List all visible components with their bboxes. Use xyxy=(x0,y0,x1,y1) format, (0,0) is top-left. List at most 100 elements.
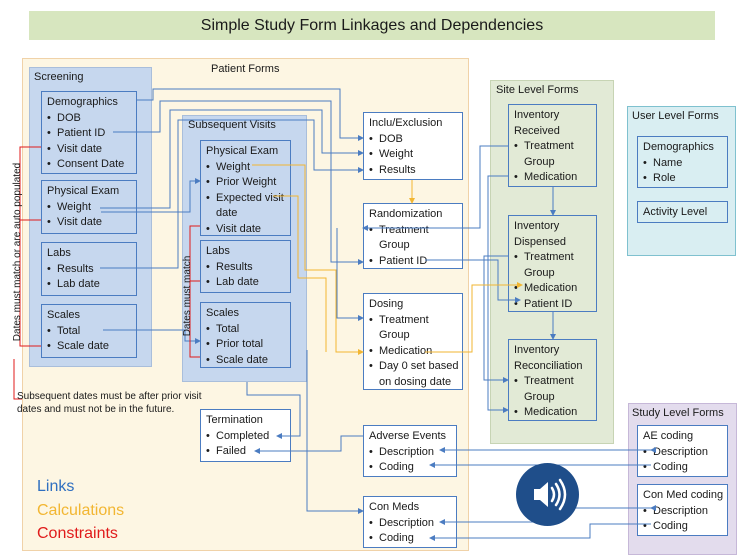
link-conmeds xyxy=(306,350,364,514)
link-prior-total xyxy=(103,329,201,344)
legend-calculations: Calculations xyxy=(37,502,125,519)
form-activity-level[interactable]: Activity Level xyxy=(637,201,728,223)
diagram-title: Simple Study Form Linkages and Dependenc… xyxy=(29,11,715,40)
screening-label: Screening xyxy=(34,71,84,83)
field-treatment: Treatment xyxy=(369,313,457,329)
field-treatment: Treatment xyxy=(514,250,591,266)
form-title: Labs xyxy=(206,245,230,257)
link-termination-completed xyxy=(246,382,301,439)
link-weight-inclu xyxy=(100,109,364,209)
site-level-forms-label: Site Level Forms xyxy=(496,84,579,96)
field-patient-id: Patient ID xyxy=(369,254,457,270)
field-description: Description xyxy=(643,445,722,461)
link-inv-recv-rand xyxy=(362,145,508,231)
speaker-volume-icon[interactable] xyxy=(516,463,579,526)
constraint-note: Subsequent dates must be after prior vis… xyxy=(17,390,202,416)
link-prior-weight xyxy=(101,178,201,213)
field-description: Description xyxy=(369,445,451,461)
form-labs-screening[interactable]: Labs Results Lab date xyxy=(41,242,137,296)
form-title: Scales xyxy=(47,309,81,321)
form-title-cont: Received xyxy=(514,124,560,137)
field-completed: Completed xyxy=(206,429,285,445)
form-title: Termination xyxy=(206,414,263,426)
field-scale-date: Scale date xyxy=(206,353,285,369)
field-name: Name xyxy=(643,156,722,172)
link-cm-coding xyxy=(429,523,651,541)
field-scale-date: Scale date xyxy=(47,339,131,355)
form-inventory-received[interactable]: Inventory Received Treatment Group Medic… xyxy=(508,104,597,187)
constraint-screening-dates xyxy=(19,146,41,347)
field-description: Description xyxy=(369,516,451,532)
field-group: Group xyxy=(524,155,555,168)
form-title-cont: Dispensed xyxy=(514,235,566,248)
field-group: Group xyxy=(379,239,410,251)
constraint-note-line1: Subsequent dates must be after prior vis… xyxy=(17,391,202,402)
speaker-glyph-icon xyxy=(534,478,567,511)
constraint-prior-visit xyxy=(13,359,22,400)
form-scales-screening[interactable]: Scales Total Scale date xyxy=(41,304,137,358)
field-group: Group xyxy=(524,266,555,279)
field-lab-date: Lab date xyxy=(47,277,131,293)
form-ae-coding[interactable]: AE coding Description Coding xyxy=(637,425,728,477)
legend-constraints: Constraints xyxy=(37,525,118,542)
form-user-demographics[interactable]: Demographics Name Role xyxy=(637,136,728,188)
form-inventory-reconciliation[interactable]: Inventory Reconciliation Treatment Group… xyxy=(508,339,597,421)
patient-forms-label: Patient Forms xyxy=(211,63,280,75)
form-physical-exam-subsequent[interactable]: Physical Exam Weight Prior Weight Expect… xyxy=(200,140,291,236)
link-patient-id-inv xyxy=(425,259,521,303)
field-treatment: Treatment xyxy=(514,374,591,390)
field-coding: Coding xyxy=(643,519,722,535)
form-title: Inventory xyxy=(514,220,560,232)
form-labs-subsequent[interactable]: Labs Results Lab date xyxy=(200,240,291,293)
field-weight: Weight xyxy=(206,160,285,176)
field-coding: Coding xyxy=(643,460,722,476)
form-termination[interactable]: Termination Completed Failed xyxy=(200,409,291,462)
constraint-subseq-dates xyxy=(189,225,200,358)
link-patient-id xyxy=(113,100,364,265)
form-title: Con Meds xyxy=(369,501,420,513)
form-randomization[interactable]: Randomization Treatment Group Patient ID xyxy=(363,203,463,269)
form-title: Physical Exam xyxy=(206,145,279,157)
user-level-forms-label: User Level Forms xyxy=(632,110,719,122)
form-title: Scales xyxy=(206,307,240,319)
link-recon-medication xyxy=(487,175,509,413)
link-termination-failed xyxy=(254,435,363,454)
field-lab-date: Lab date xyxy=(206,275,285,291)
legend-links: Links xyxy=(37,478,75,495)
field-day0: Day 0 set based xyxy=(369,359,459,375)
constraint-label-subsequent: Dates must match xyxy=(182,255,193,337)
field-coding: Coding xyxy=(369,460,451,476)
field-results: Results xyxy=(47,262,131,278)
form-physical-exam-screening[interactable]: Physical Exam Weight Visit date xyxy=(41,180,137,234)
form-title: Inventory xyxy=(514,109,560,121)
field-coding: Coding xyxy=(369,531,451,547)
constraint-note-line2: dates and must not be in the future. xyxy=(17,404,175,415)
field-medication: Medication xyxy=(369,344,457,360)
field-results: Results xyxy=(206,260,285,276)
field-prior-total: Prior total xyxy=(206,337,285,353)
field-visit-date: Visit date xyxy=(47,215,131,231)
form-inclusion-exclusion[interactable]: Inclu/Exclusion DOB Weight Results xyxy=(363,112,463,180)
link-results xyxy=(100,119,364,269)
form-title: Physical Exam xyxy=(47,185,120,197)
field-dob: DOB xyxy=(369,132,457,148)
form-dosing[interactable]: Dosing Treatment Group Medication Day 0 … xyxy=(363,293,463,390)
field-visit-date: Visit date xyxy=(206,222,285,238)
field-medication: Medication xyxy=(514,405,591,421)
field-day0-cont: on dosing date xyxy=(379,375,452,388)
form-title: Demographics xyxy=(643,141,714,153)
field-consent-date: Consent Date xyxy=(47,157,131,173)
form-scales-subsequent[interactable]: Scales Total Prior total Scale date xyxy=(200,302,291,368)
subsequent-visits-label: Subsequent Visits xyxy=(188,119,276,131)
form-title: Demographics xyxy=(47,96,118,108)
form-title: Inventory xyxy=(514,344,560,356)
link-dob-inclu xyxy=(137,88,364,141)
field-role: Role xyxy=(643,171,722,187)
field-weight: Weight xyxy=(47,200,131,216)
form-title: Inclu/Exclusion xyxy=(369,117,443,129)
constraint-label-screening: Dates must match or are auto populated xyxy=(12,162,23,342)
form-title: Activity Level xyxy=(643,206,708,218)
field-prior-weight: Prior Weight xyxy=(206,175,285,191)
field-weight: Weight xyxy=(369,147,457,163)
